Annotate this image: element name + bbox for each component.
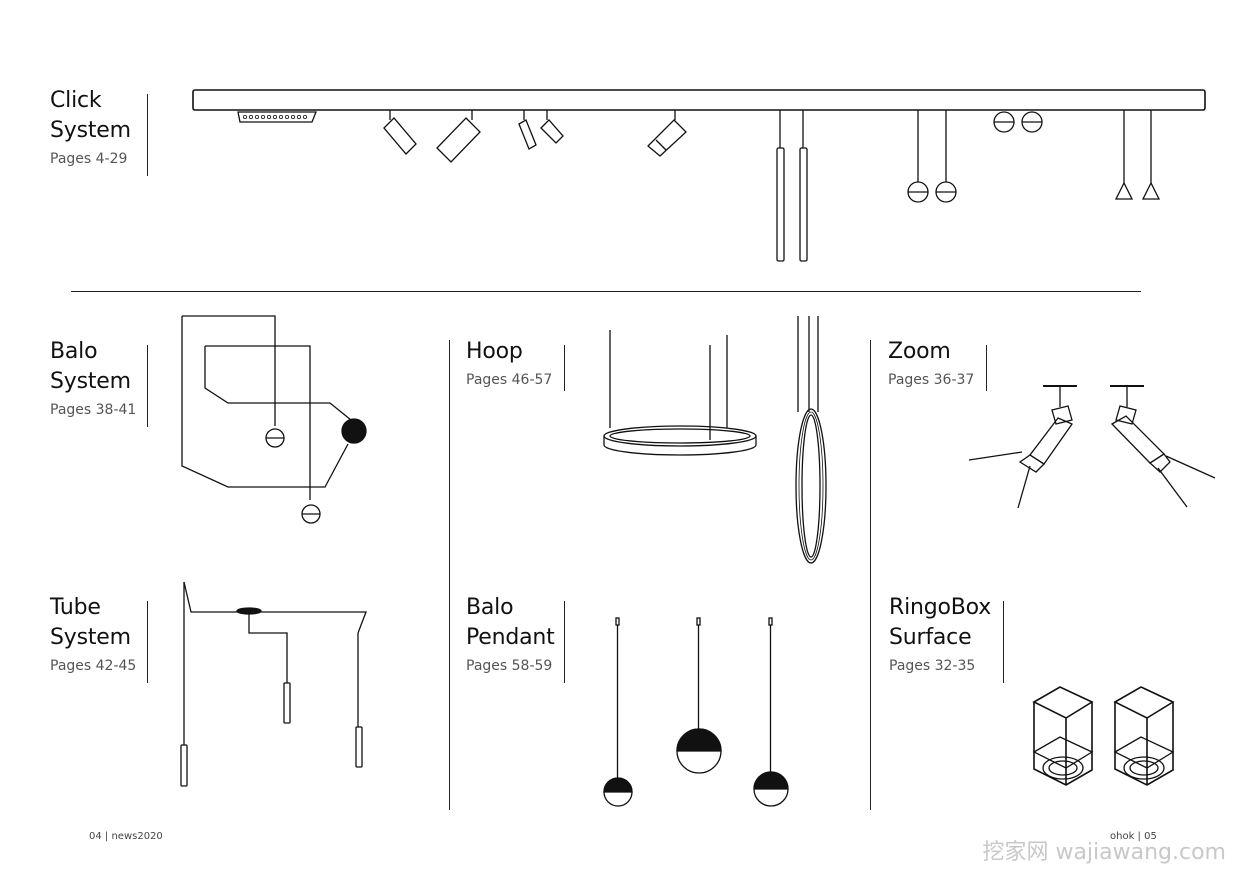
section-pages: Pages 58-59	[466, 658, 553, 674]
section-divider	[986, 345, 987, 391]
balo-pendant-icon	[753, 617, 789, 807]
zoom-spotlight-icon	[968, 385, 1077, 509]
section-pages: Pages 32-35	[889, 658, 976, 674]
section-divider	[564, 601, 565, 683]
section-balo-pendant: Balo Pendant Pages 58-59	[466, 593, 555, 677]
balo-system-icon	[181, 315, 367, 524]
section-divider	[147, 345, 148, 427]
balo-pendant-icon	[603, 617, 633, 807]
section-title: Balo	[466, 595, 514, 620]
linear-downlight-icon	[237, 111, 317, 123]
horizontal-divider	[71, 291, 1141, 292]
section-hoop: Hoop Pages 46-57	[466, 337, 552, 391]
section-divider	[564, 345, 565, 391]
section-title: Zoom	[888, 339, 951, 364]
section-title: Surface	[889, 625, 972, 650]
watermark: 挖家网 wajiawang.com	[982, 840, 1226, 865]
section-title: Pendant	[466, 625, 555, 650]
section-divider	[1003, 601, 1004, 683]
footer-left: 04 | news2020	[89, 831, 163, 842]
spotlight-icon	[540, 110, 564, 144]
spotlight-icon	[436, 110, 481, 163]
spotlight-icon	[518, 110, 537, 150]
section-title: Click	[50, 88, 102, 113]
click-track-rail	[192, 89, 1206, 111]
section-title: Balo	[50, 339, 98, 364]
section-balo-system: Balo System Pages 38-41	[50, 337, 136, 421]
globe-pendant-icon	[907, 110, 957, 203]
section-title: System	[50, 369, 131, 394]
section-ringobox: RingoBox Surface Pages 32-35	[889, 593, 991, 677]
section-title: RingoBox	[889, 595, 992, 620]
section-divider	[147, 94, 148, 176]
section-pages: Pages 4-29	[50, 151, 128, 167]
section-title: System	[50, 625, 131, 650]
section-pages: Pages 38-41	[50, 402, 137, 418]
section-title: Hoop	[466, 339, 523, 364]
section-tube-system: Tube System Pages 42-45	[50, 593, 136, 677]
footer-right: ohok | 05	[1110, 831, 1157, 842]
globe-surface-icon	[993, 111, 1043, 133]
section-pages: Pages 46-57	[466, 372, 553, 388]
ringobox-icon	[1113, 686, 1175, 786]
section-zoom: Zoom Pages 36-37	[888, 337, 974, 391]
hoop-vertical-icon	[795, 316, 827, 564]
section-title: System	[50, 118, 131, 143]
cone-pendant-icon	[1114, 110, 1161, 200]
column-divider	[870, 340, 871, 810]
section-title: Tube	[50, 595, 101, 620]
zoom-spotlight-icon	[1110, 385, 1216, 508]
hoop-horizontal-icon	[603, 330, 757, 456]
balo-pendant-icon	[676, 617, 722, 774]
tube-pendant-icon	[776, 110, 808, 262]
section-divider	[147, 601, 148, 683]
section-pages: Pages 42-45	[50, 658, 137, 674]
ringobox-icon	[1032, 686, 1094, 786]
column-divider	[449, 340, 450, 810]
section-pages: Pages 36-37	[888, 372, 975, 388]
section-click: Click System Pages 4-29	[50, 86, 131, 170]
spotlight-icon	[383, 110, 417, 155]
tube-system-icon	[180, 581, 367, 787]
spotlight-icon	[647, 110, 687, 157]
